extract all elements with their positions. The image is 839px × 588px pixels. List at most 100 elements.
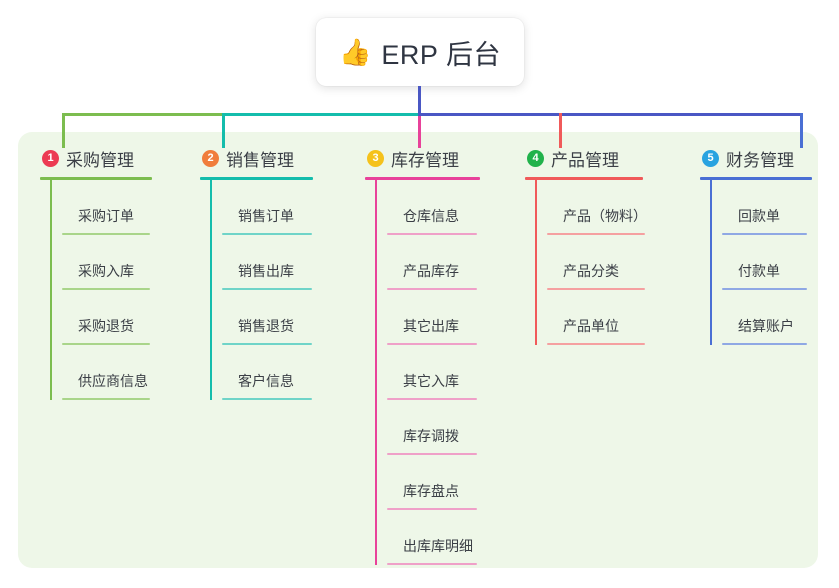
branch-spine-purchasing (50, 180, 52, 400)
thumbs-up-icon: 👍 (339, 37, 372, 67)
list-item[interactable]: 库存调拨 (377, 400, 480, 455)
list-item-rule (387, 288, 477, 290)
list-item-rule (62, 398, 150, 400)
list-item-label: 采购入库 (78, 263, 134, 279)
list-item[interactable]: 结算账户 (712, 290, 812, 345)
branch-badge-sales: 2 (202, 149, 219, 167)
branch-spine-inventory (375, 180, 377, 565)
list-item-rule (222, 233, 312, 235)
list-item[interactable]: 产品（物料） (537, 180, 647, 235)
list-item-rule (722, 233, 807, 235)
branch-sales: 2 销售管理销售订单销售出库销售退货客户信息 (200, 146, 313, 400)
list-item-rule (722, 343, 807, 345)
list-item[interactable]: 销售出库 (212, 235, 313, 290)
root-node[interactable]: 👍 ERP 后台 (316, 18, 524, 86)
list-item[interactable]: 销售退货 (212, 290, 313, 345)
list-item-rule (387, 398, 477, 400)
list-item[interactable]: 采购订单 (52, 180, 152, 235)
branch-rule-sales (200, 177, 313, 180)
list-item[interactable]: 供应商信息 (52, 345, 152, 400)
list-item[interactable]: 仓库信息 (377, 180, 480, 235)
list-item-label: 客户信息 (238, 373, 294, 389)
branch-title-inventory: 库存管理 (391, 150, 459, 170)
root-stem (418, 86, 421, 138)
list-item-label: 库存盘点 (403, 483, 459, 499)
branch-title-product: 产品管理 (551, 150, 619, 170)
branch-title-sales: 销售管理 (226, 150, 294, 170)
list-item-label: 销售退货 (238, 318, 294, 334)
list-item[interactable]: 产品单位 (537, 290, 645, 345)
list-item-label: 产品（物料） (563, 208, 647, 224)
connector-drop-sales (222, 113, 225, 148)
list-item[interactable]: 出库库明细 (377, 510, 480, 565)
root-title: ERP 后台 (381, 39, 501, 70)
list-item-rule (387, 563, 477, 565)
branch-title-purchasing: 采购管理 (66, 150, 134, 170)
list-item[interactable]: 采购入库 (52, 235, 152, 290)
list-item-rule (222, 398, 312, 400)
branch-purchasing: 1 采购管理采购订单采购入库采购退货供应商信息 (40, 146, 152, 400)
branch-items-finance: 回款单付款单结算账户 (700, 180, 812, 345)
list-item-label: 回款单 (738, 208, 780, 224)
connector-segment-blue (418, 113, 803, 116)
list-item[interactable]: 其它出库 (377, 290, 480, 345)
list-item-label: 出库库明细 (403, 538, 473, 554)
list-item[interactable]: 采购退货 (52, 290, 152, 345)
list-item-rule (547, 343, 645, 345)
branch-title-finance: 财务管理 (726, 150, 794, 170)
branch-finance: 5 财务管理回款单付款单结算账户 (700, 146, 812, 345)
branch-items-sales: 销售订单销售出库销售退货客户信息 (200, 180, 313, 400)
list-item[interactable]: 销售订单 (212, 180, 313, 235)
list-item-label: 付款单 (738, 263, 780, 279)
branch-spine-product (535, 180, 537, 345)
branch-rule-purchasing (40, 177, 152, 180)
branch-spine-finance (710, 180, 712, 345)
connector-drop-purchasing (62, 113, 65, 148)
list-item-rule (547, 233, 645, 235)
list-item-rule (387, 453, 477, 455)
list-item-rule (722, 288, 807, 290)
list-item-label: 采购退货 (78, 318, 134, 334)
branch-header-finance[interactable]: 5 财务管理 (700, 146, 812, 170)
branch-spine-sales (210, 180, 212, 400)
branch-badge-finance: 5 (702, 149, 719, 167)
branch-badge-purchasing: 1 (42, 149, 59, 167)
list-item-label: 销售出库 (238, 263, 294, 279)
list-item-rule (222, 288, 312, 290)
connector-segment-teal (222, 113, 422, 116)
list-item[interactable]: 付款单 (712, 235, 812, 290)
list-item[interactable]: 回款单 (712, 180, 812, 235)
list-item[interactable]: 其它入库 (377, 345, 480, 400)
list-item-label: 库存调拨 (403, 428, 459, 444)
list-item[interactable]: 产品库存 (377, 235, 480, 290)
branch-header-sales[interactable]: 2 销售管理 (200, 146, 313, 170)
list-item[interactable]: 产品分类 (537, 235, 645, 290)
list-item-rule (62, 233, 150, 235)
list-item-label: 仓库信息 (403, 208, 459, 224)
list-item-label: 产品单位 (563, 318, 619, 334)
list-item-rule (62, 343, 150, 345)
list-item-label: 产品分类 (563, 263, 619, 279)
branch-items-product: 产品（物料） 产品分类产品单位 (525, 180, 647, 345)
list-item-label: 产品库存 (403, 263, 459, 279)
list-item[interactable]: 库存盘点 (377, 455, 480, 510)
branches-panel (18, 132, 818, 568)
list-item-rule (387, 233, 477, 235)
list-item-rule (62, 288, 150, 290)
list-item-rule (387, 343, 477, 345)
list-item-label: 结算账户 (738, 318, 794, 334)
list-item[interactable]: 客户信息 (212, 345, 313, 400)
branch-rule-inventory (365, 177, 480, 180)
branch-rule-product (525, 177, 643, 180)
list-item-label: 采购订单 (78, 208, 134, 224)
list-item-label: 其它出库 (403, 318, 459, 334)
list-item-label: 销售订单 (238, 208, 294, 224)
list-item-rule (222, 343, 312, 345)
connector-drop-product (559, 113, 562, 148)
branch-header-purchasing[interactable]: 1 采购管理 (40, 146, 152, 170)
